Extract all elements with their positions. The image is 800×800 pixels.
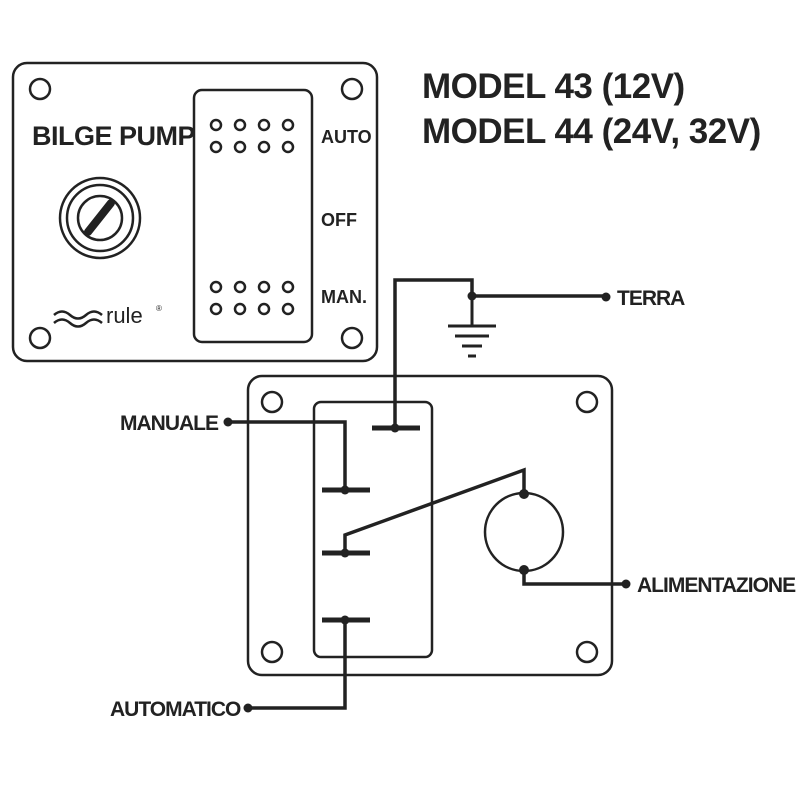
position-label-auto: AUTO [321,127,372,147]
fuse-icon [483,489,565,575]
plate-screw-hole-br [575,640,599,664]
label-terra: TERRA [617,287,685,310]
switch-body [312,400,434,659]
terminal-terra [601,292,611,302]
front-panel: BILGE PUMP rule ® AUTO [11,61,379,363]
label-manuale: MANUALE [120,412,219,435]
model-line-1: MODEL 43 (12V) [422,67,685,106]
label-alimentazione: ALIMENTAZIONE [637,574,796,597]
panel-outline [11,61,379,363]
rocker-switch [192,88,314,344]
label-automatico: AUTOMATICO [110,698,241,721]
rocker-dots-bottom [209,280,295,316]
plate-screw-hole-bl [260,640,284,664]
wire-alimentazione [522,568,628,586]
panel-title: BILGE PUMP [32,121,196,151]
panel-screw-hole-tl [28,77,52,101]
panel-screw-hole-bl [28,326,52,350]
terminal-automatico [243,703,253,713]
position-label-off: OFF [321,210,357,230]
plate-screw-hole-tr [575,390,599,414]
knob-icon [58,176,142,260]
wire-manuale [226,420,347,492]
plate-screw-hole-tl [260,390,284,414]
wire-arm [343,467,526,555]
brand-name: rule [106,303,143,328]
panel-screw-hole-tr [340,77,364,101]
model-line-2: MODEL 44 (24V, 32V) [422,112,761,151]
wire-terra [393,278,608,430]
wire-automatico [246,618,347,710]
terminal-alimentazione [621,579,631,589]
ground-symbol-icon [448,296,496,358]
rule-logo-icon: rule ® [53,303,162,328]
rocker-dots-top [209,118,295,154]
back-plate-outline [246,374,614,677]
wires [223,278,631,713]
back-plate [246,374,614,677]
position-label-man: MAN. [321,287,367,307]
panel-screw-hole-br [340,326,364,350]
brand-registered-mark: ® [156,304,162,313]
